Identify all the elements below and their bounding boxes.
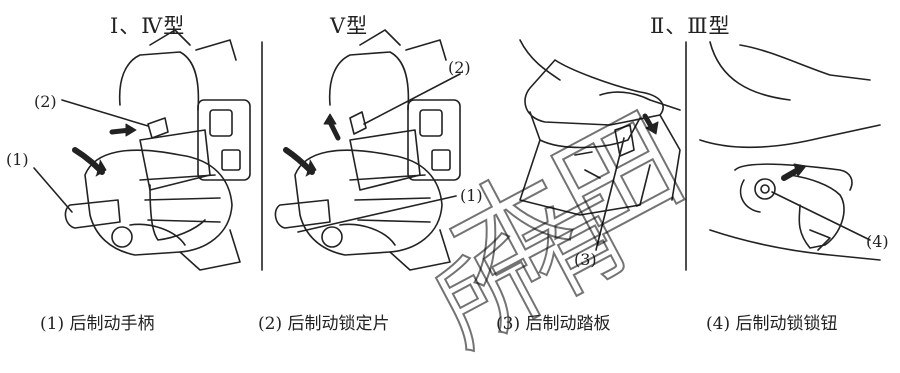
caption-rear-brake-lever: (1) 后制动手柄	[40, 314, 155, 334]
brake-illustration	[33, 29, 881, 271]
callout-1-panel-1: (1)	[6, 150, 29, 169]
caption-rear-brake-lock-knob: (4) 后制动锁锁钮	[706, 314, 838, 334]
title-type-5: Ⅴ型	[330, 14, 369, 38]
panel-2-drawing	[274, 29, 461, 271]
panel-4-drawing	[699, 41, 881, 261]
callout-2-panel-1: (2)	[34, 92, 57, 111]
callout-3-panel-3: (3)	[574, 250, 597, 269]
panel-3-drawing	[519, 39, 681, 216]
caption-rear-brake-lock-plate: (2) 后制动锁定片	[258, 314, 390, 334]
panel-1-drawing	[64, 29, 251, 271]
title-type-1-4: Ⅰ、Ⅳ型	[110, 14, 186, 38]
title-type-2-3: Ⅱ、Ⅲ型	[650, 14, 731, 38]
caption-rear-brake-pedal: (3) 后制动踏板	[496, 314, 611, 334]
callout-1-panel-2: (1)	[460, 186, 483, 205]
callout-4-panel-4: (4)	[866, 232, 889, 251]
callout-2-panel-2: (2)	[448, 58, 471, 77]
